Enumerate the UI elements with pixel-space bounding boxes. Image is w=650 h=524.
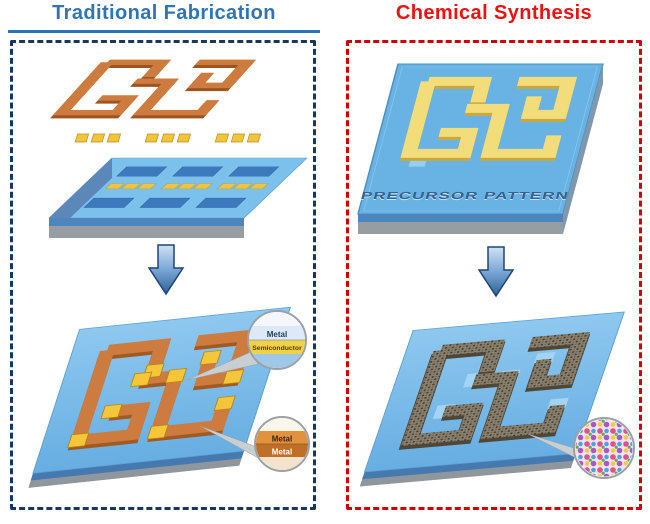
precursor-label-emboss: PRECURSOR PATTERN: [359, 191, 570, 203]
callout-metal2-label: Metal: [272, 448, 292, 457]
contact-pad: [144, 133, 160, 143]
contact-pad: [230, 133, 246, 143]
contact-pad: [74, 133, 90, 143]
molecular-lattice: [575, 419, 633, 477]
down-arrow-icon: [477, 246, 515, 298]
substrate-slab: [48, 157, 308, 238]
synthesized-device-illustration: [359, 311, 635, 487]
contact-pad-layer: [74, 133, 262, 143]
fabricated-device-illustration: Metal Semiconductor Metal Metal: [28, 306, 310, 488]
down-arrow-icon: [147, 244, 185, 296]
semiconductor-mesa: [83, 166, 280, 208]
callout-metal-label: Metal: [267, 330, 287, 339]
callout-molecular-lattice: [573, 417, 635, 479]
callout-metal-metal: Metal Metal: [254, 416, 310, 472]
slab-front-blue: [358, 214, 563, 222]
junction-pads: [67, 349, 245, 448]
precursor-label: PRECURSOR PATTERN: [360, 190, 571, 202]
contact-pad: [160, 133, 176, 143]
callout-metal-semiconductor: Metal Semiconductor: [247, 310, 307, 370]
traditional-fabrication-frame: [10, 40, 316, 510]
precursor-slab-top: PRECURSOR PATTERN PRECURSOR PATTERN: [357, 63, 604, 215]
precursor-pattern: [399, 76, 578, 161]
precursor-substrate-illustration: PRECURSOR PATTERN PRECURSOR PATTERN: [357, 63, 604, 234]
substrate-front-gray: [49, 226, 244, 238]
metal-pattern-layer: [50, 59, 257, 119]
slab-side-face: [563, 64, 603, 234]
contact-pad: [176, 133, 192, 143]
device-slab: [359, 311, 625, 487]
contact-pad: [214, 133, 230, 143]
callout-metal1-label: Metal: [272, 435, 292, 444]
contact-pad: [90, 133, 106, 143]
exploded-stack-illustration: [48, 59, 308, 238]
contact-pad: [246, 133, 262, 143]
right-panel-title: Chemical Synthesis: [395, 2, 593, 24]
substrate-pads: [105, 183, 269, 189]
slab-front-gray: [358, 222, 563, 234]
device-slab: [28, 306, 292, 488]
left-title-underline: [8, 30, 320, 33]
metal-circuit-pattern: [67, 329, 256, 451]
left-panel-title: Traditional Fabrication: [52, 2, 276, 24]
substrate-front-blue: [49, 218, 244, 226]
contact-pad: [106, 133, 122, 143]
callout-semiconductor-label: Semiconductor: [252, 345, 302, 352]
grown-material-pattern: [398, 331, 591, 450]
chemical-synthesis-frame: [346, 40, 642, 510]
